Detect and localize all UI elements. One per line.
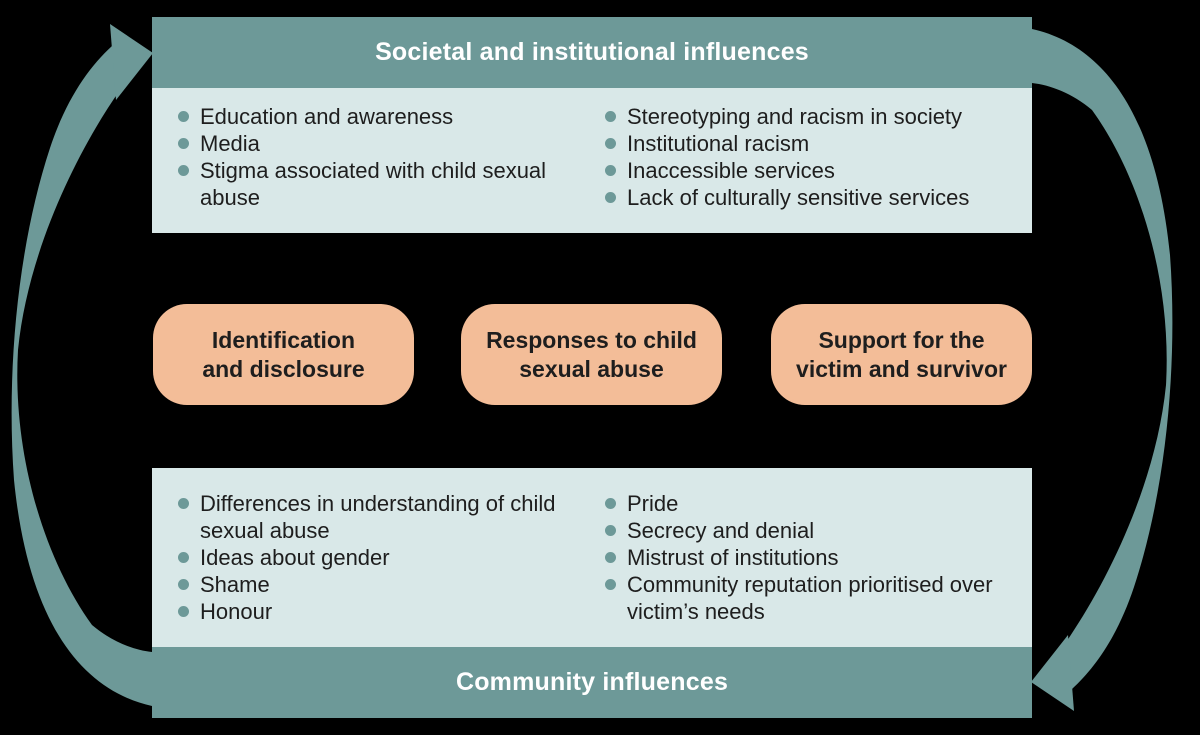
list-item-text: Stigma associated with child sexual abus…: [200, 158, 547, 210]
cycle-arrow-left-body: [11, 46, 152, 706]
top-box-right-column: Stereotyping and racism in society Insti…: [605, 103, 1032, 233]
list-item-text: Pride: [627, 491, 679, 516]
top-banner-title: Societal and institutional influences: [375, 38, 809, 66]
list-item: Secrecy and denial: [605, 517, 1032, 544]
bottom-influences-box: Differences in understanding of child se…: [152, 468, 1032, 647]
list-item-text: Education and awareness: [200, 104, 454, 129]
list-item-text: Honour: [200, 599, 273, 624]
bullet-icon: [605, 111, 616, 122]
center-box-identification-disclosure: Identification and disclosure: [153, 304, 414, 405]
list-item-text: Shame: [200, 572, 270, 597]
list-item: Education and awareness: [178, 103, 605, 130]
center-box-responses: Responses to child sexual abuse: [461, 304, 722, 405]
bottom-banner-title: Community influences: [455, 668, 729, 696]
bullet-icon: [605, 498, 616, 509]
cycle-arrow-right: [1031, 29, 1173, 711]
list-item: Differences in understanding of child se…: [178, 490, 605, 544]
center-box-label: Support for the victim and survivor: [796, 326, 1007, 382]
list-item: Stereotyping and racism in society: [605, 103, 1032, 130]
list-item: Stigma associated with child sexual abus…: [178, 157, 605, 211]
list-item: Honour: [178, 598, 605, 625]
bullet-icon: [178, 552, 189, 563]
cycle-arrow-left: [11, 24, 153, 706]
list-item: Lack of culturally sensitive services: [605, 184, 1032, 211]
center-box-label: Identification and disclosure: [202, 326, 365, 382]
list-item: Community reputation prioritised over vi…: [605, 571, 1032, 625]
list-item: Shame: [178, 571, 605, 598]
bullet-icon: [178, 138, 189, 149]
list-item-text: Institutional racism: [627, 131, 810, 156]
bottom-banner: Community influences: [152, 647, 1032, 718]
list-item-text: Mistrust of institutions: [627, 545, 839, 570]
list-item: Pride: [605, 490, 1032, 517]
bullet-icon: [605, 138, 616, 149]
list-item-text: Stereotyping and racism in society: [627, 104, 963, 129]
center-box-label: Responses to child sexual abuse: [486, 326, 697, 382]
bullet-icon: [178, 579, 189, 590]
bottom-box-left-column: Differences in understanding of child se…: [178, 490, 605, 647]
center-box-support: Support for the victim and survivor: [771, 304, 1032, 405]
bullet-icon: [605, 552, 616, 563]
top-banner: Societal and institutional influences: [152, 17, 1032, 88]
list-item: Ideas about gender: [178, 544, 605, 571]
top-box-left-column: Education and awareness Media Stigma ass…: [178, 103, 605, 233]
list-item-text: Secrecy and denial: [627, 518, 815, 543]
list-item: Institutional racism: [605, 130, 1032, 157]
bullet-icon: [178, 606, 189, 617]
bullet-icon: [605, 525, 616, 536]
bullet-icon: [605, 579, 616, 590]
bottom-box-right-column: Pride Secrecy and denial Mistrust of ins…: [605, 490, 1032, 647]
list-item-text: Ideas about gender: [200, 545, 390, 570]
top-influences-box: Education and awareness Media Stigma ass…: [152, 88, 1032, 233]
list-item-text: Differences in understanding of child se…: [200, 491, 556, 543]
list-item: Mistrust of institutions: [605, 544, 1032, 571]
list-item-text: Lack of culturally sensitive services: [627, 185, 970, 210]
bullet-icon: [178, 498, 189, 509]
bullet-icon: [605, 192, 616, 203]
arrowhead-icon: [110, 24, 153, 100]
bullet-icon: [178, 165, 189, 176]
list-item: Inaccessible services: [605, 157, 1032, 184]
bullet-icon: [178, 111, 189, 122]
list-item-text: Media: [200, 131, 260, 156]
bullet-icon: [605, 165, 616, 176]
list-item-text: Community reputation prioritised over vi…: [627, 572, 993, 624]
list-item-text: Inaccessible services: [627, 158, 835, 183]
list-item: Media: [178, 130, 605, 157]
